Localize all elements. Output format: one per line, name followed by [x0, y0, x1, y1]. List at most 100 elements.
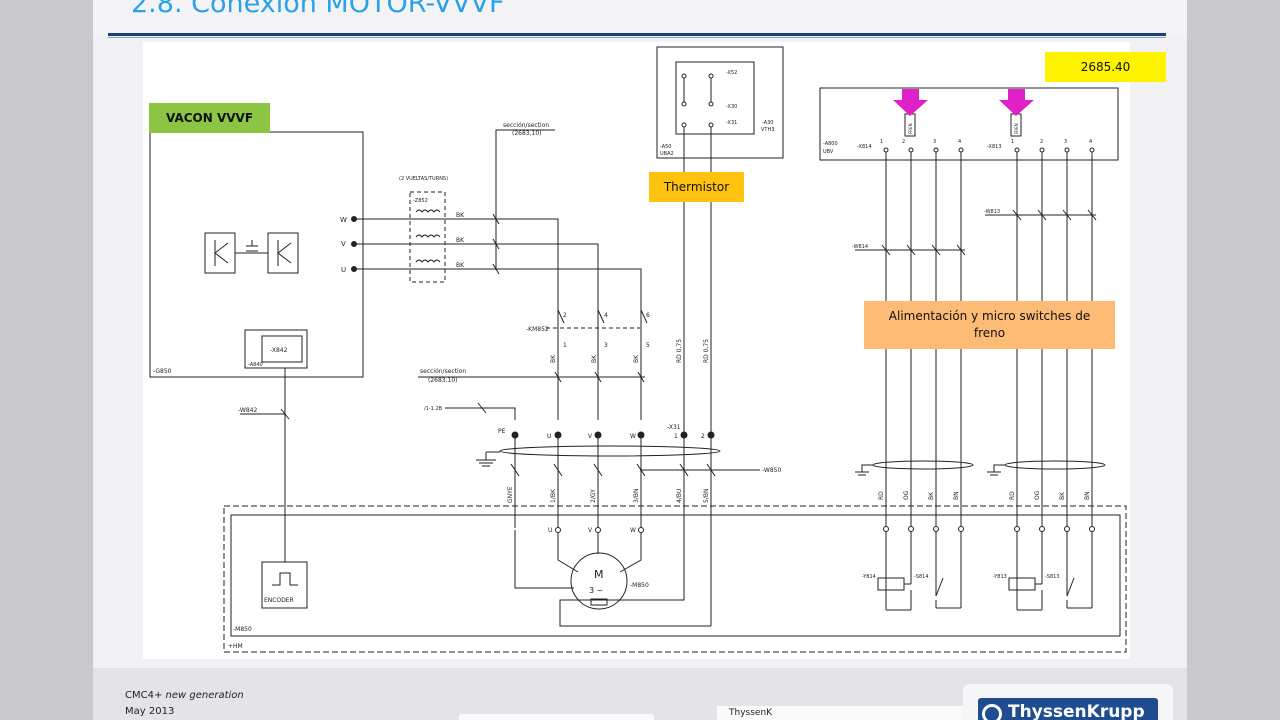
section-ref-bottom: (2683,10) [428, 377, 458, 384]
term-v: V [588, 433, 593, 440]
phase-u-label: U [341, 266, 346, 274]
cable-w850-shield [499, 445, 721, 457]
a30-label: -A30 [762, 120, 773, 126]
brake-core-813-bn: BN [1084, 491, 1091, 500]
s814-label: -S814 [914, 574, 929, 580]
x813-pin-1: 1 [1011, 139, 1014, 145]
core-3bn: 3/BN [633, 489, 640, 503]
pe-ref: /1-1.2B [424, 406, 443, 412]
x30-label: -X30 [726, 104, 737, 110]
ubv-label: UBV [823, 149, 834, 155]
brake-core-814-rd: RD [878, 491, 885, 500]
logo-ring-icon [982, 704, 1002, 720]
core-2gy: 2/GY [590, 489, 597, 503]
rd-075-b: RD 0,75 [703, 339, 710, 363]
wire-bk-4: BK [550, 354, 557, 363]
wire-bk-3: BK [456, 262, 465, 269]
drive-ref: -G850 [153, 368, 172, 375]
hm-inner-box [230, 514, 1121, 637]
wire-bk-6: BK [633, 354, 640, 363]
a50-label: -A50 [660, 144, 671, 150]
x814-label: -X814 [857, 144, 872, 150]
x52-label: -X52 [726, 70, 737, 76]
brake-coil-y814 [877, 577, 905, 591]
ground-symbol [476, 452, 496, 467]
y814-label: -Y814 [862, 574, 876, 580]
section-label-bottom: sección/section [420, 368, 466, 375]
thyssenkrupp-logo: ThyssenKrupp [978, 698, 1158, 720]
contactor-pin-4: 4 [604, 312, 608, 319]
motor-symbol [570, 552, 628, 610]
section-label-top: sección/section [503, 122, 549, 129]
footer-date: May 2013 [125, 706, 175, 717]
cable-w813-label: -W813 [984, 209, 1000, 215]
drive-box [149, 131, 364, 378]
footer-center-box: ThyssenK [717, 706, 967, 720]
motor-ref: -M850 [630, 582, 649, 589]
x814-pin-2: 2 [902, 139, 905, 145]
filter-ref: -Z852 [413, 198, 428, 204]
x813-pin-3: 3 [1064, 139, 1067, 145]
contactor-contacts [557, 309, 648, 420]
brake-core-814-bn: BN [953, 491, 960, 500]
cable-w814-label: -W814 [852, 244, 868, 250]
uba2-label: UBA2 [660, 151, 674, 157]
x31-label: -X31 [667, 424, 681, 431]
wire-bk-2: BK [456, 237, 465, 244]
drive-sub-label: -A840 [248, 362, 263, 368]
logo-text: ThyssenKrupp [1008, 702, 1145, 720]
free-label-2: FREN [1014, 123, 1019, 134]
hm-outer-box [223, 505, 1127, 653]
thermistor-board [656, 46, 784, 159]
contactor-pin-6: 6 [646, 312, 650, 319]
igbt-symbol [204, 232, 299, 274]
s813-label: -S813 [1045, 574, 1060, 580]
core-gnye: GNYE [507, 486, 514, 503]
wire-bk-5: BK [591, 354, 598, 363]
motor-term-v: V [588, 527, 593, 534]
footer-product: CMC4+ new generation [125, 690, 244, 701]
core-1bk: 1/BK [550, 488, 557, 503]
motor-letter: M [594, 568, 604, 581]
phase-w-label: W [340, 216, 347, 224]
brake-core-813-bk: BK [1059, 491, 1066, 500]
wiring-schematic: -G850 -X842 -A840 W V U (2 VUELTAS/TURNS… [149, 46, 1127, 653]
contactor-pin-1: 1 [563, 342, 567, 349]
encoder-label: ENCODER [264, 597, 294, 604]
contactor-pin-5: 5 [646, 342, 650, 349]
motor-term-u: U [548, 527, 552, 534]
contactor-pin-2: 2 [563, 312, 567, 319]
cable-w850-label: -W850 [762, 467, 781, 474]
ground-symbol-brake [855, 464, 1005, 476]
x814-pin-3: 3 [933, 139, 936, 145]
term-w: W [630, 433, 636, 440]
footer-product-name: CMC4+ [125, 690, 163, 701]
filter-label: (2 VUELTAS/TURNS) [399, 176, 448, 182]
brake-core-814-bk: BK [928, 491, 935, 500]
motor-term-w: W [630, 527, 636, 534]
core-4bu: 4/BU [676, 489, 683, 503]
drive-connector-box [244, 329, 308, 369]
x814-pin-1: 1 [880, 139, 883, 145]
brake-core-813-og: OG [1034, 490, 1041, 500]
x813-pin-2: 2 [1040, 139, 1043, 145]
term-1: 1 [674, 433, 678, 440]
thermistor-callout: Thermistor [649, 172, 744, 202]
rd-075-a: RD 0,75 [676, 339, 683, 363]
pe-label: PE [498, 428, 506, 435]
term-2: 2 [701, 433, 705, 440]
slide-title: 2.8. Conexión MOTOR-VVVF [131, 0, 505, 19]
wire-bk-1: BK [456, 212, 465, 219]
term-u: U [547, 433, 551, 440]
brake-coil-y813 [1008, 577, 1036, 591]
title-rule [108, 33, 1166, 36]
section-ref-top: (2683,10) [512, 130, 542, 137]
hm-ref: +HM [228, 643, 243, 650]
cable-w842-label: -W842 [238, 407, 257, 414]
footer-product-suffix: new generation [165, 690, 244, 701]
contactor-ref: -KM852 [526, 326, 549, 333]
x814-pin-4: 4 [958, 139, 961, 145]
x813-pin-4: 4 [1089, 139, 1092, 145]
brake-core-813-rd: RD [1009, 491, 1016, 500]
drive-connector-label: -X842 [270, 347, 288, 354]
